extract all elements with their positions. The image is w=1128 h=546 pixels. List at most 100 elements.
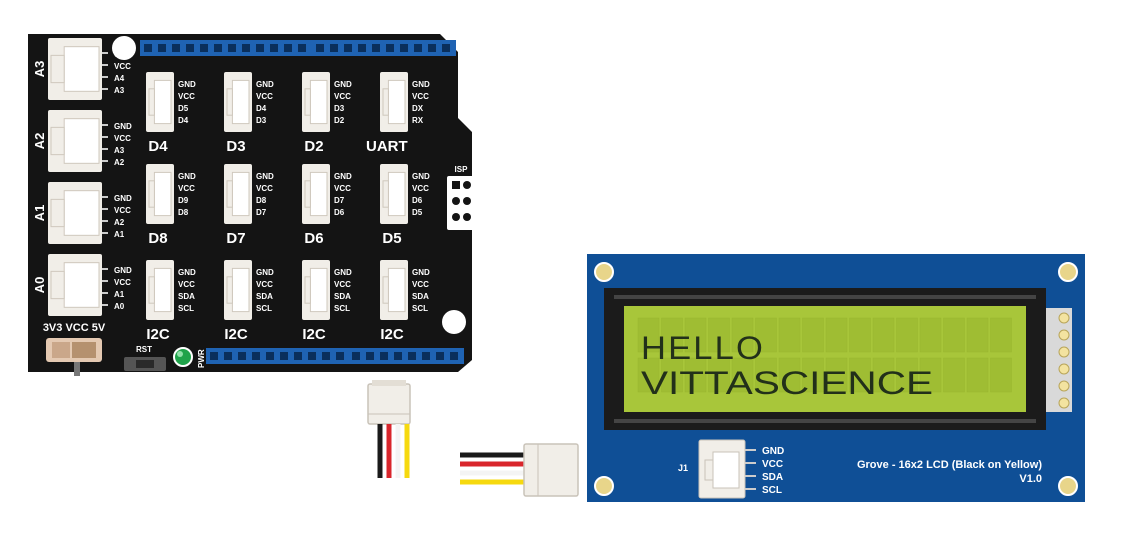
pin-label: GND <box>412 268 430 277</box>
port-label: A1 <box>32 205 47 222</box>
power-led <box>173 347 193 367</box>
pin-label: D5 <box>412 208 423 217</box>
pin-label: D4 <box>256 104 267 113</box>
pin-label: D5 <box>178 104 189 113</box>
cable-connector-lcd[interactable] <box>523 443 579 497</box>
pin-label: D7 <box>334 196 345 205</box>
port-label: A2 <box>32 133 47 150</box>
pin-label: GND <box>178 268 196 277</box>
pin-label: GND <box>114 194 132 203</box>
pwr-label: PWR <box>197 349 206 368</box>
port-label: UART <box>366 138 408 155</box>
pin-label: VCC <box>334 92 351 101</box>
grove-port-uart[interactable]: GND VCC DX RX UART <box>366 72 430 155</box>
pin-label: GND <box>256 80 274 89</box>
port-label: A3 <box>32 61 47 78</box>
pin-label: RX <box>412 116 424 125</box>
pin-label: D2 <box>334 116 345 125</box>
pin-label: GND <box>178 172 196 181</box>
pin-label: VCC <box>256 280 273 289</box>
pin-label: SCL <box>178 304 194 313</box>
pin-label: VCC <box>114 62 131 71</box>
lcd-grove-connector[interactable] <box>698 439 746 499</box>
reset-button[interactable] <box>124 357 166 371</box>
mounting-hole <box>594 476 614 496</box>
mounting-hole <box>442 310 466 334</box>
port-label: D3 <box>226 138 245 155</box>
pin-label: A1 <box>114 290 125 299</box>
top-header-left <box>140 40 312 56</box>
lcd-pin-label: SCL <box>762 485 782 496</box>
pin-label: A0 <box>114 302 125 311</box>
pin-label: SDA <box>412 292 429 301</box>
lcd-j1-label: J1 <box>678 463 688 473</box>
pin-label: D7 <box>256 208 267 217</box>
lcd-side-pins <box>1046 308 1072 412</box>
lcd-pin-label: VCC <box>762 459 783 470</box>
port-label: D4 <box>148 138 168 155</box>
pin-label: D4 <box>178 116 189 125</box>
cable-connector-shield[interactable] <box>367 380 411 425</box>
lcd-character-grid <box>637 317 1012 393</box>
top-header-right <box>312 40 456 56</box>
pin-label: DX <box>412 104 424 113</box>
mounting-hole <box>594 262 614 282</box>
port-label: A0 <box>32 277 47 294</box>
pin-label: VCC <box>114 206 131 215</box>
port-label: D8 <box>148 230 167 247</box>
pin-label: A2 <box>114 218 125 227</box>
pin-label: A2 <box>114 158 125 167</box>
port-label: I2C <box>302 326 326 343</box>
pin-label: SCL <box>334 304 350 313</box>
pin-label: VCC <box>412 280 429 289</box>
grove-base-shield: A3GNDVCCA4A3A2GNDVCCA3A2A1GNDVCCA2A1A0GN… <box>28 34 475 376</box>
pin-label: VCC <box>412 184 429 193</box>
pin-label: A3 <box>114 146 125 155</box>
voltage-switch[interactable] <box>46 338 102 376</box>
pin-label: VCC <box>412 92 429 101</box>
port-label: D7 <box>226 230 245 247</box>
pin-label: SCL <box>412 304 428 313</box>
pin-label: GND <box>334 80 352 89</box>
pin-label: GND <box>412 80 430 89</box>
bottom-header-left <box>206 348 350 364</box>
pin-label: SDA <box>334 292 351 301</box>
pin-label: VCC <box>178 280 195 289</box>
lcd-line-1: HELLO <box>641 330 765 366</box>
grove-cable <box>367 380 579 497</box>
port-label: I2C <box>224 326 248 343</box>
pin-label: GND <box>114 266 132 275</box>
pin-label: VCC <box>334 184 351 193</box>
pin-label: VCC <box>178 184 195 193</box>
pin-label: SDA <box>178 292 195 301</box>
pin-label: D3 <box>256 116 267 125</box>
pin-label: SDA <box>256 292 273 301</box>
pin-label: SCL <box>256 304 272 313</box>
pin-label: A3 <box>114 86 125 95</box>
pin-label: GND <box>256 172 274 181</box>
mounting-hole <box>1058 476 1078 496</box>
pin-label: D6 <box>334 208 345 217</box>
pin-label: D9 <box>178 196 189 205</box>
pin-label: GND <box>334 268 352 277</box>
pin-label: VCC <box>256 184 273 193</box>
pin-label: GND <box>178 80 196 89</box>
isp-label: ISP <box>455 165 469 174</box>
port-label: D2 <box>304 138 323 155</box>
